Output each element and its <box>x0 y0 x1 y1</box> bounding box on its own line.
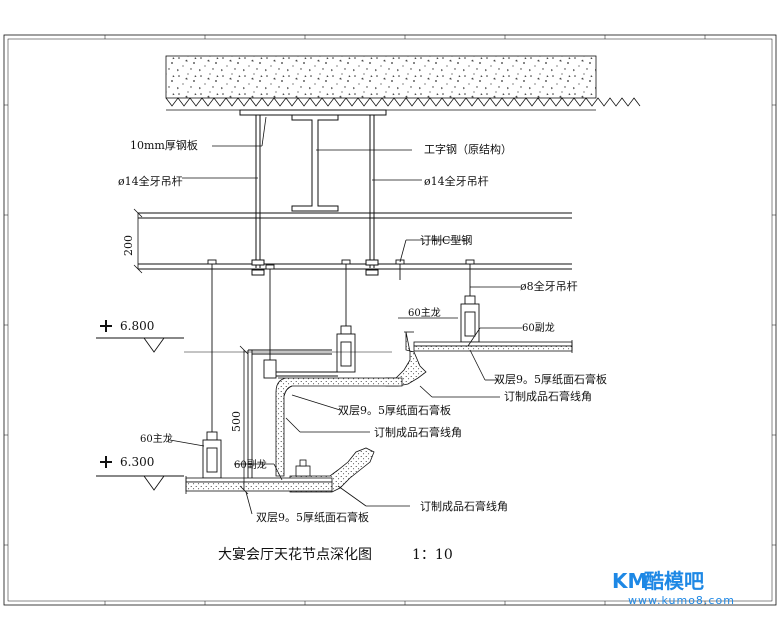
upper-gypsum-ceiling <box>413 340 573 353</box>
sheet-frame <box>3 34 777 606</box>
label-dim-200: 200 <box>122 235 135 256</box>
label-cornice-lower: 订制成品石膏线角 <box>420 499 508 513</box>
label-rod-right: ø14全牙吊杆 <box>424 174 489 188</box>
label-board-lower: 双层9。5厚纸面石膏板 <box>256 510 369 524</box>
soffit-gypsum-board <box>275 377 403 477</box>
label-sub-keel-upper: 60副龙 <box>522 321 555 334</box>
watermark-url: www.kumo8.com <box>628 594 735 607</box>
label-main-keel-upper: 60主龙 <box>408 306 441 319</box>
label-rod-left: ø14全牙吊杆 <box>118 174 183 188</box>
dimension-500 <box>239 345 249 495</box>
label-board-mid: 双层9。5厚纸面石膏板 <box>338 403 451 417</box>
watermark-logo: KM 酷模吧 www.kumo8.com <box>612 569 735 607</box>
annotation-labels: 10mm厚钢板 工字钢（原结构） ø14全牙吊杆 ø14全牙吊杆 200 订制C… <box>118 138 607 524</box>
watermark-brand-cjk: 酷模吧 <box>644 569 704 593</box>
label-dim-500: 500 <box>230 411 243 432</box>
steel-plate <box>239 109 387 116</box>
profiled-deck <box>165 97 641 107</box>
label-cornice-upper: 订制成品石膏线角 <box>504 389 592 403</box>
label-elev-lower: 6.300 <box>120 455 154 469</box>
main-keel-clip-upper-mid <box>336 325 356 373</box>
drawing-title-block: 大宴会厅天花节点深化图 1：10 <box>218 546 453 563</box>
vertical-frame <box>247 349 338 488</box>
label-cornice-mid: 订制成品石膏线角 <box>374 425 462 439</box>
label-rod-8: ø8全牙吊杆 <box>520 279 578 293</box>
i-beam <box>291 114 339 212</box>
main-keel-clip-lower-left <box>202 431 222 479</box>
drawing-scale: 1：10 <box>412 547 453 563</box>
leader-lines <box>169 116 522 515</box>
elevation-marker-lower <box>96 456 184 491</box>
label-board-upper: 双层9。5厚纸面石膏板 <box>494 372 607 386</box>
label-i-beam: 工字钢（原结构） <box>424 142 512 156</box>
watermark-brand-latin: KM <box>612 569 647 593</box>
steel-structure <box>138 109 572 276</box>
lower-gypsum-ceiling <box>185 476 333 494</box>
dimension-200 <box>133 208 143 274</box>
label-main-keel-lower: 60主龙 <box>140 432 173 445</box>
drawing-title: 大宴会厅天花节点深化图 <box>218 546 372 563</box>
label-elev-upper: 6.800 <box>120 319 154 333</box>
concrete-slab <box>165 55 641 111</box>
label-c-channel: 订制C型钢 <box>420 233 472 247</box>
label-steel-plate: 10mm厚钢板 <box>130 138 198 152</box>
elevation-marker-upper <box>96 320 392 353</box>
label-sub-keel-lower: 60副龙 <box>234 458 267 471</box>
main-keel-clip-upper-right <box>460 295 480 343</box>
